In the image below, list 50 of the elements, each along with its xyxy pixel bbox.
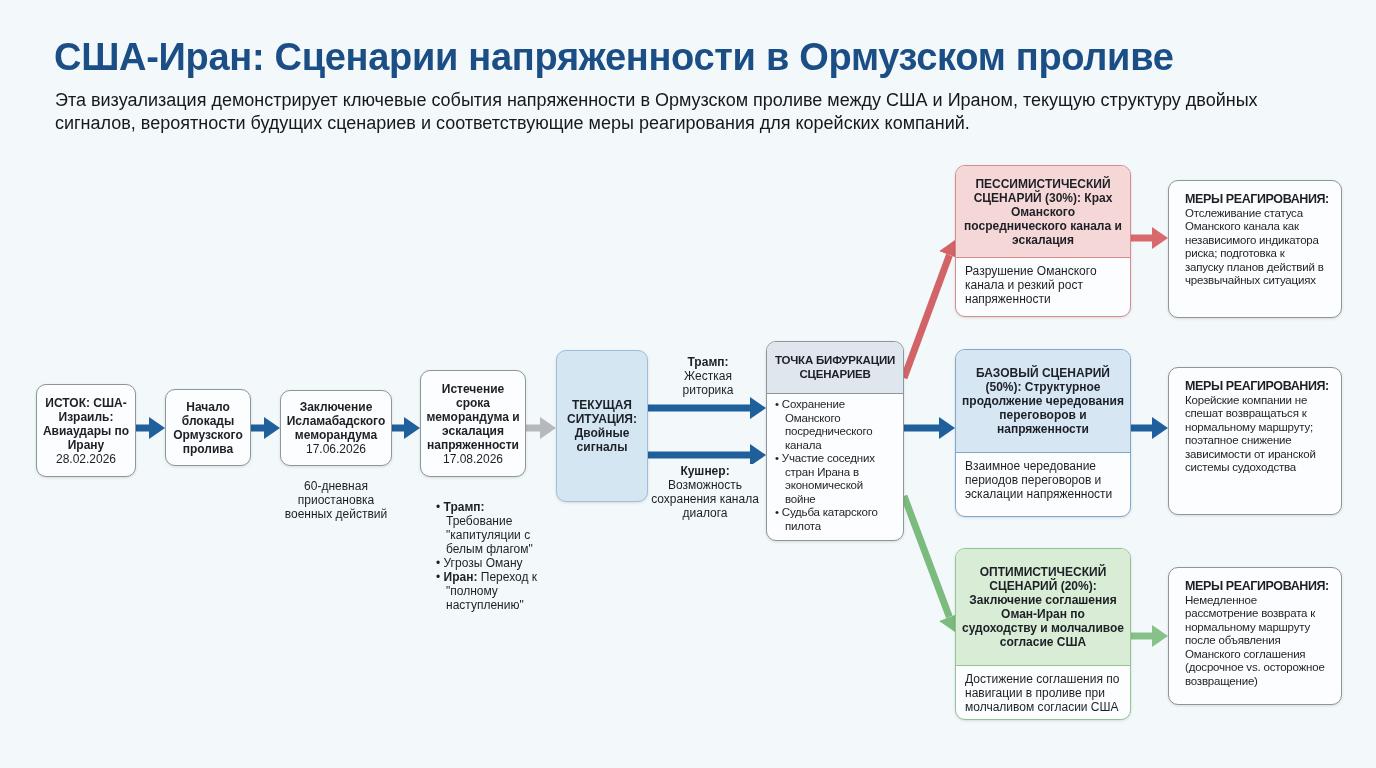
event-box (420, 370, 526, 477)
arrow (526, 417, 556, 439)
card-header: ОПТИМИСТИЧЕСКИЙ СЦЕНАРИЙ (20%): Заключение соглашения Оман-Иран по судоходству и молчаливое согласие США (956, 549, 1130, 666)
event-title: Начало блокады Ормузского пролива (172, 399, 244, 456)
scenario-card (955, 349, 1131, 517)
bullet-item: • Сохранение Оманского посреднического канала (775, 398, 874, 452)
event-box (36, 384, 136, 477)
note-item: • Трамп: Требование "капитуляции с белым флагом" (436, 500, 534, 556)
arrow (251, 417, 280, 439)
arrow (904, 417, 955, 439)
page-subtitle: Эта визуализация демонстрирует ключевые события напряженности в Ормузском проливе между США и Ираном, текущую структуру двойных сигналов, вероятности будущих сценариев и соответствующие меры реагирования для корейских компаний. (55, 89, 1259, 135)
page-title: США-Иран: Сценарии напряженности в Ормузском проливе (54, 36, 1174, 79)
scenario-card (955, 165, 1131, 317)
card-header: ПЕССИМИСТИЧЕСКИЙ СЦЕНАРИЙ (30%): Крах Оманского посреднического канала и эскалация (956, 166, 1130, 258)
card-header: БАЗОВЫЙ СЦЕНАРИЙ (50%): Структурное продолжение чередования переговоров и напряженности (956, 350, 1130, 453)
card-text: Корейские компании не спешат возвращаться к нормальному маршруту; поэтапное снижение зависимости от иранской системы судоходства (1185, 393, 1317, 475)
card-text: Отслеживание статуса Оманского канала как независимого индикатора риска; подготовка к запуску планов действий в чрезвычайных ситуациях (1185, 206, 1325, 288)
situation-box (556, 350, 648, 502)
card-text: Разрушение Оманского канала и резкий рост напряженности (964, 263, 1098, 308)
arrow (648, 397, 766, 419)
event-box (165, 389, 251, 466)
bifurcation-box (766, 341, 904, 541)
date-text: 28.02.2026 (55, 451, 117, 466)
arrow (1131, 227, 1168, 249)
arrow (392, 417, 420, 439)
edge-label: Кушнер: Возможность сохранения канала диалога (650, 464, 760, 520)
arrow (136, 417, 165, 439)
date-text: 17.08.2026 (442, 451, 504, 466)
bullet-item: • Судьба катарского пилота (775, 506, 879, 533)
card-text: Немедленное рассмотрение возврата к нормальному маршруту после объявления Оманского соглашения (досрочное vs. осторожное возвращение) (1185, 593, 1325, 688)
event-title: ИСТОК: США-Израиль: Авиаудары по Ирану (41, 395, 131, 452)
arrow (1131, 625, 1168, 647)
bullet-item: • Участие соседних стран Ирана в экономической войне (775, 452, 876, 506)
note-text: 60-дневная приостановка военных действий (283, 479, 389, 521)
card-header: ТОЧКА БИФУРКАЦИИ СЦЕНАРИЕВ (767, 342, 903, 394)
arrow (648, 444, 766, 466)
date-text: 17.06.2026 (305, 442, 367, 456)
event-title: Заключение Исламабадского меморандума (285, 400, 387, 442)
note-item: • Угрозы Оману (436, 556, 524, 570)
card-text: Достижение соглашения по навигации в проливе при молчаливом согласии США (964, 671, 1121, 716)
note-item: • Иран: Переход к "полному наступлению" (436, 570, 538, 612)
card-text: Взаимное чередование периодов переговоров и эскалации напряженности (964, 458, 1114, 503)
event-box (280, 390, 392, 466)
scenario-card (955, 548, 1131, 720)
response-card (1168, 567, 1342, 705)
situation-title: ТЕКУЩАЯ СИТУАЦИЯ: Двойные сигналы (566, 398, 638, 454)
event-title: Истечение срока меморандума и эскалация напряженности (425, 381, 521, 452)
arrow (1131, 417, 1168, 439)
response-card (1168, 367, 1342, 515)
response-card (1168, 180, 1342, 318)
